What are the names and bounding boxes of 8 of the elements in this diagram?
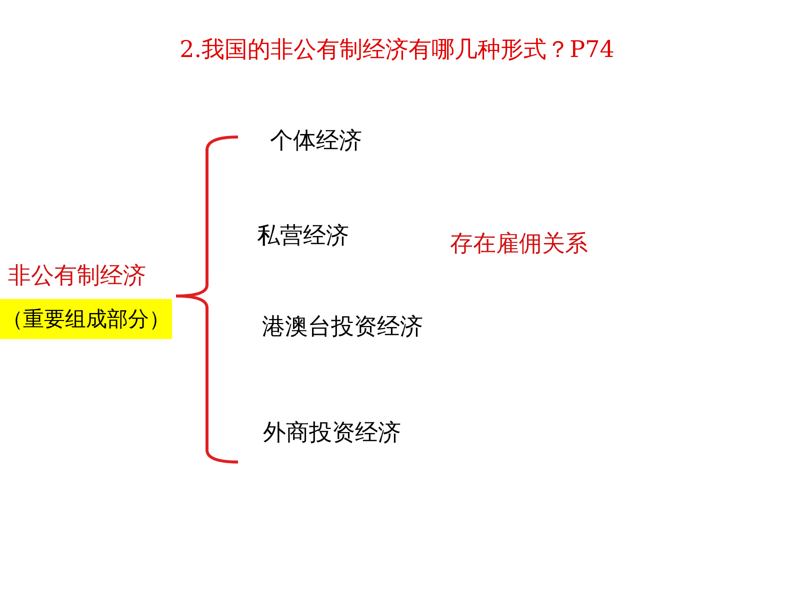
category-text: 非公有制经济 <box>8 262 146 291</box>
title: 2.我国的非公有制经济有哪几种形式？P74 <box>178 36 616 65</box>
note-text: 存在雇佣关系 <box>450 230 588 259</box>
item-text: 个体经济 <box>270 127 362 156</box>
item-text: 私营经济 <box>257 222 349 251</box>
highlighted-text: （重要组成部分） <box>0 299 172 339</box>
item-text: 港澳台投资经济 <box>262 313 423 342</box>
item-text: 外商投资经济 <box>263 419 401 448</box>
